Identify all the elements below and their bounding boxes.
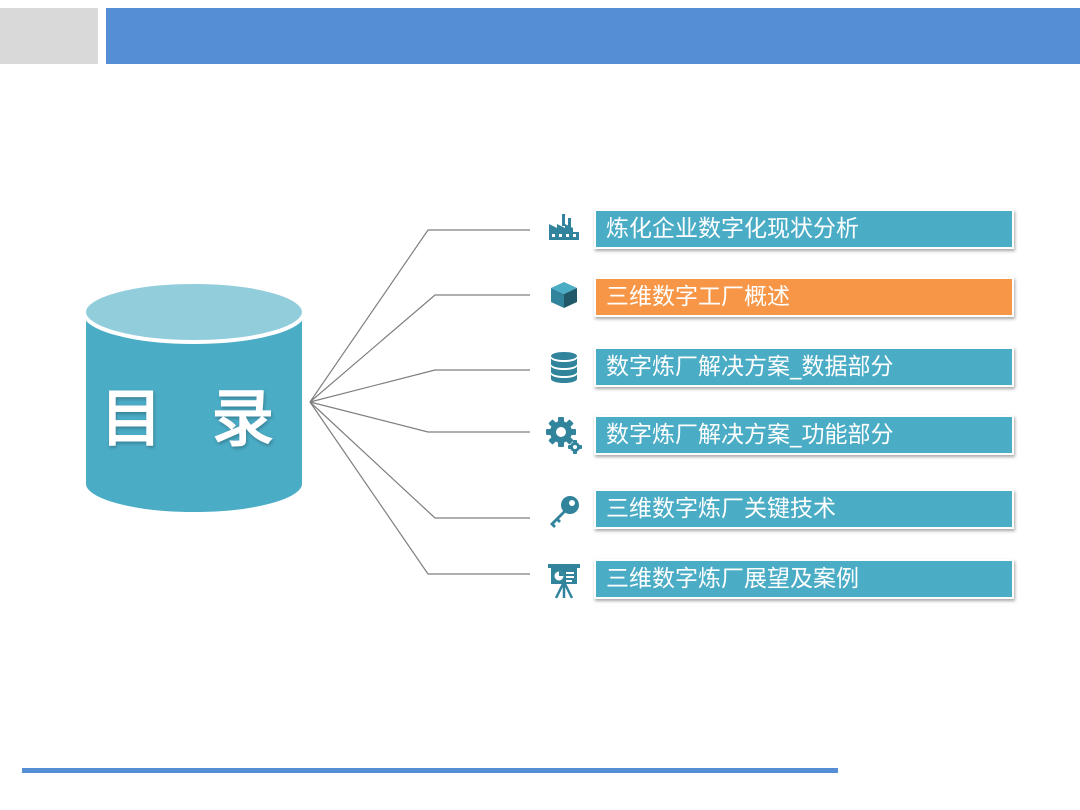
header-gray-block: [0, 8, 98, 64]
toc-item-solution-function[interactable]: 数字炼厂解决方案_功能部分: [594, 415, 1014, 455]
toc-item-solution-data[interactable]: 数字炼厂解决方案_数据部分: [594, 347, 1014, 387]
toc-item-3d-factory-overview[interactable]: 三维数字工厂概述: [594, 277, 1014, 317]
key-icon: [543, 490, 585, 532]
footer-divider: [22, 768, 838, 773]
gears-icon: [543, 414, 585, 456]
toc-item-key-technologies[interactable]: 三维数字炼厂关键技术: [594, 489, 1014, 529]
toc-title: 目 录: [100, 382, 288, 455]
toc-item-outlook-cases[interactable]: 三维数字炼厂展望及案例: [594, 559, 1014, 599]
presentation-board-icon: [543, 558, 585, 600]
toc-item-digital-status[interactable]: 炼化企业数字化现状分析: [594, 209, 1014, 249]
database-icon: [543, 346, 585, 388]
factory-icon: [543, 206, 585, 248]
database-cylinder: [82, 280, 306, 516]
cube-icon: [543, 274, 585, 316]
header-blue-bar: [106, 8, 1080, 64]
